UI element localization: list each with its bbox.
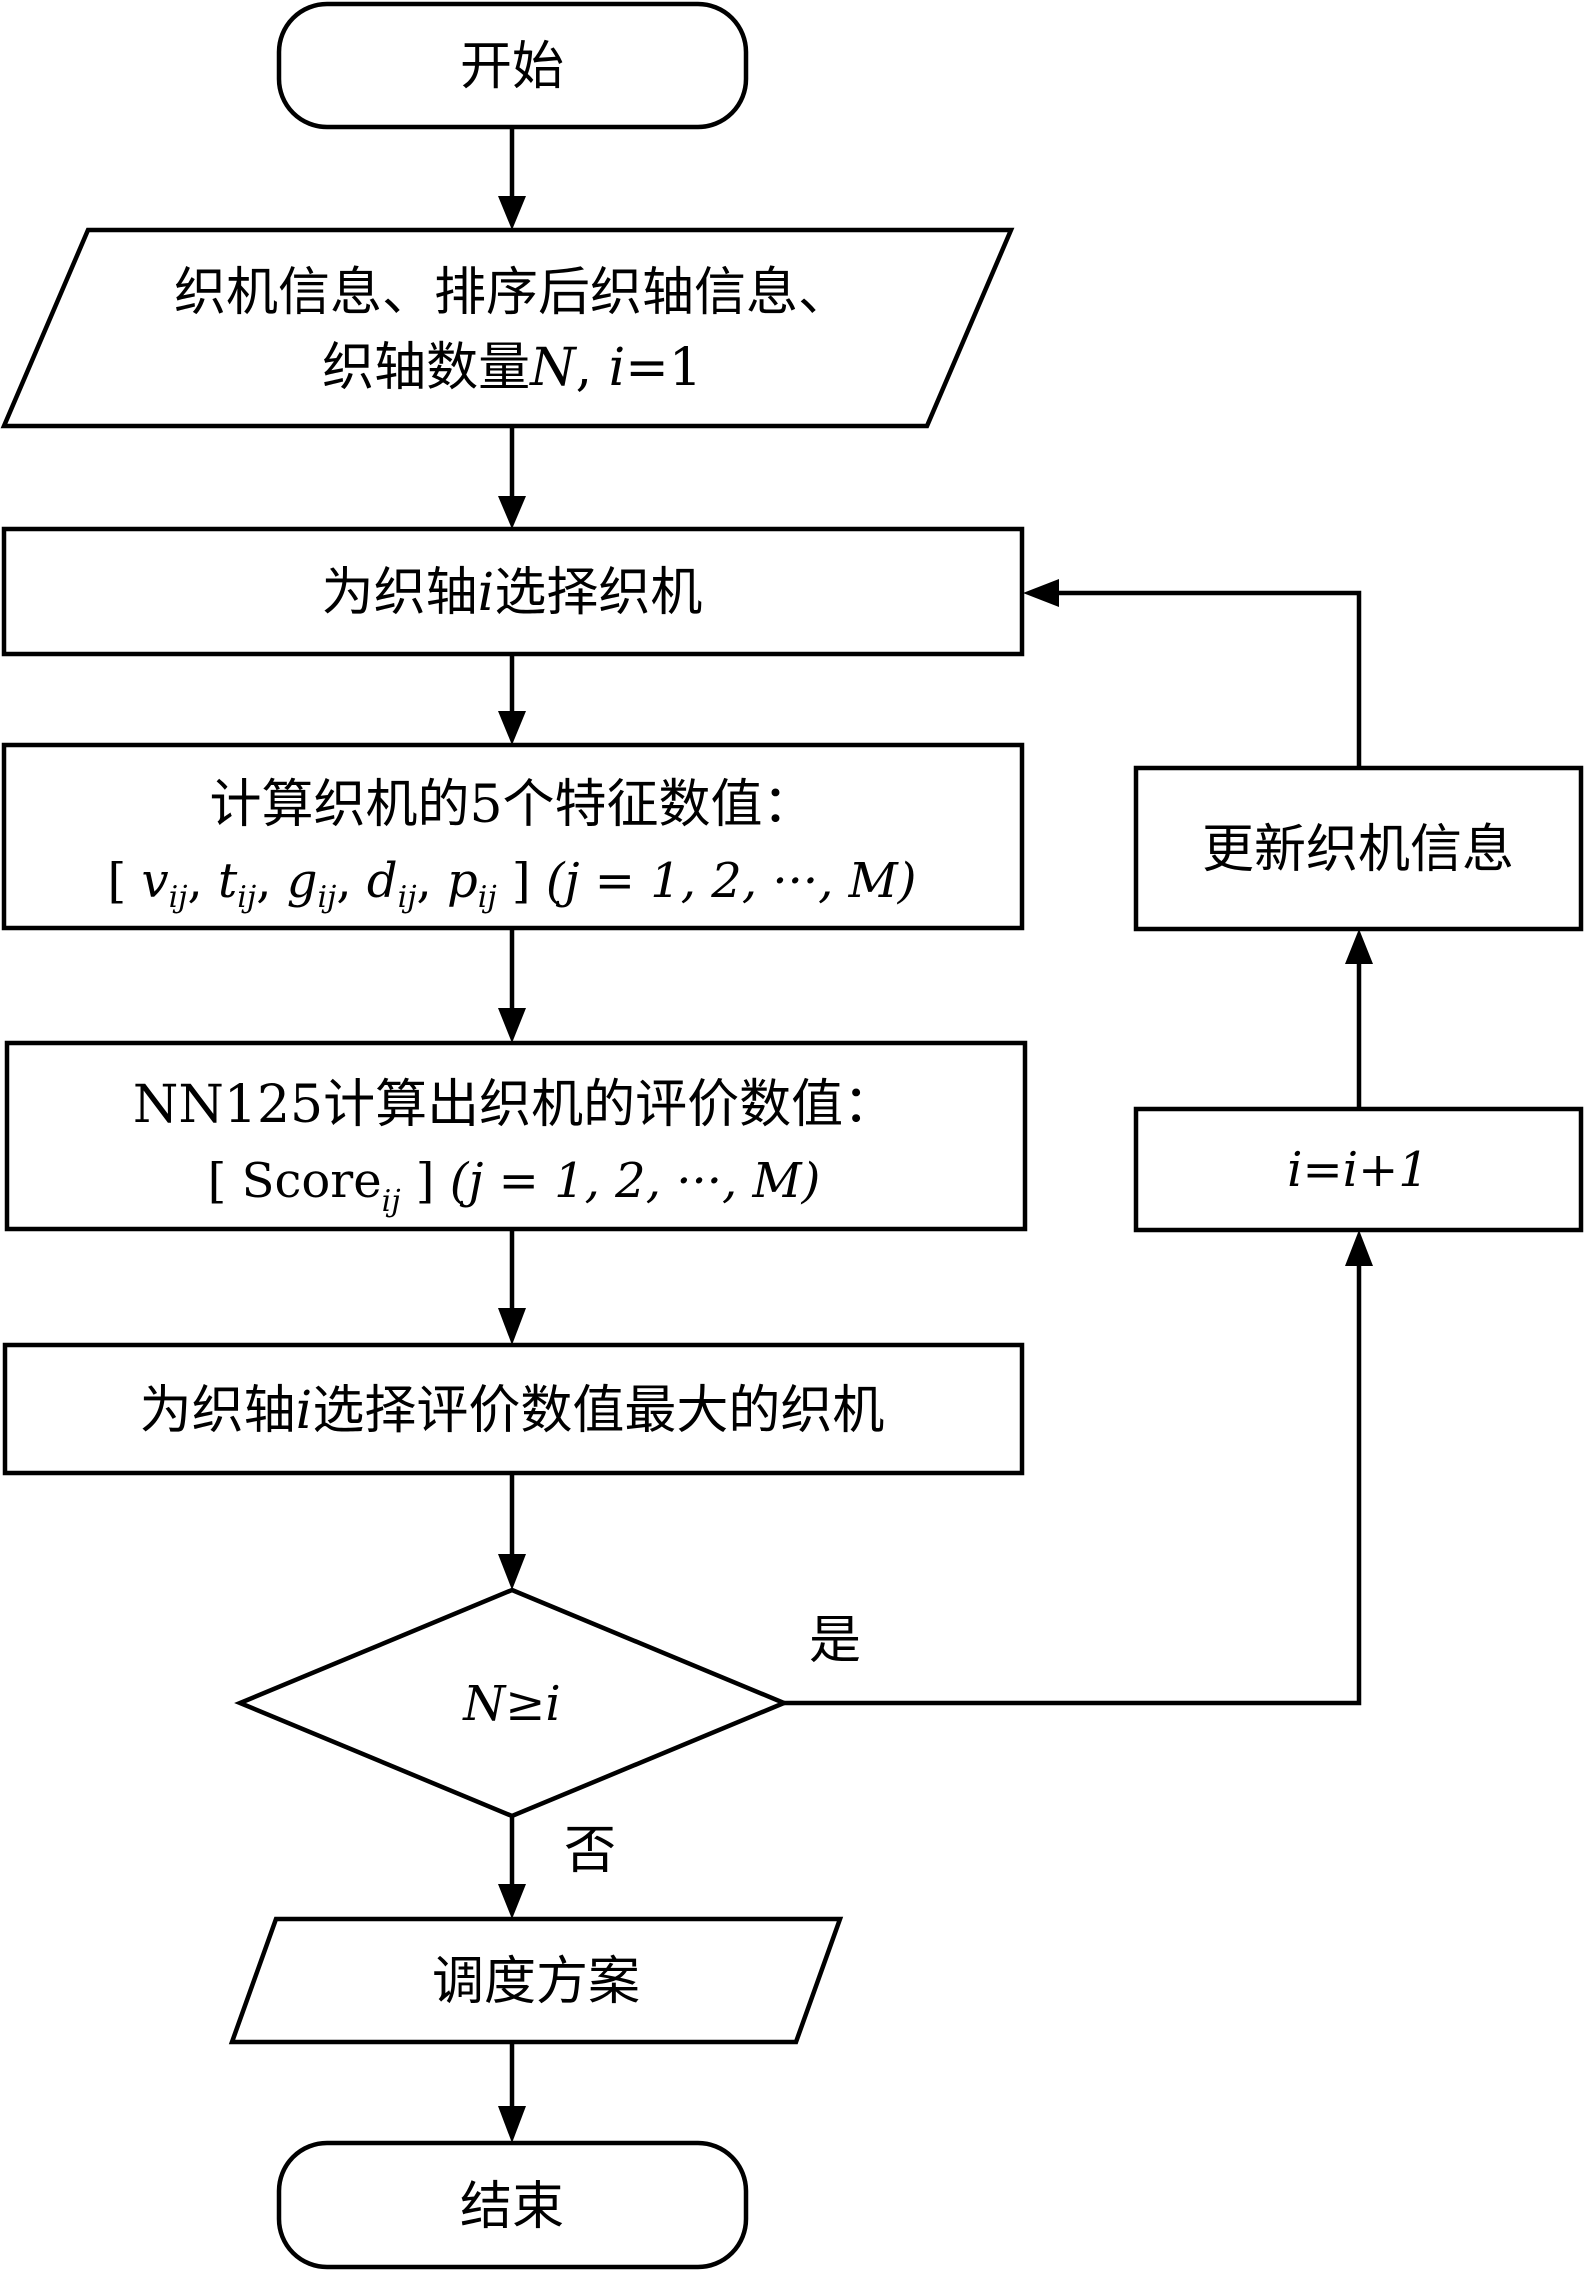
- decision-label: N≥i: [462, 1676, 561, 1732]
- separator: ,: [576, 338, 609, 398]
- update-shape: [1133, 765, 1584, 932]
- choose-max-label: 为织轴i选择评价数值最大的织机: [140, 1381, 885, 1441]
- arrowhead: [498, 1554, 526, 1590]
- score-node: NN125计算出织机的评价数值： [ Scoreij ] (j = 1, 2, …: [4, 1040, 1028, 1232]
- yes-label: 是: [809, 1611, 861, 1671]
- arrow-start-to-input: [498, 127, 526, 230]
- arrow-update-to-select: [1023, 579, 1362, 768]
- features-line1: 计算织机的5个特征数值：: [209, 775, 814, 835]
- index-range: (j = 1, 2, ···, M): [546, 853, 917, 909]
- arrowhead: [498, 2106, 526, 2143]
- arrow-decision-no: 否: [498, 1816, 616, 1919]
- bracket-open: [: [107, 853, 141, 909]
- features-node: 计算织机的5个特征数值： [ vij, tij, gij, dij, pij ]…: [1, 742, 1025, 931]
- arrowhead: [498, 711, 526, 745]
- arrow-input-to-select: [498, 426, 526, 529]
- arrow-select-to-features: [498, 654, 526, 745]
- arrow-output-to-end: [498, 2042, 526, 2143]
- subscript: ij: [478, 880, 497, 915]
- term-score: Score: [242, 1153, 382, 1209]
- term-p: p: [447, 853, 478, 909]
- start-node: 开始: [276, 1, 749, 130]
- index-range: (j = 1, 2, ···, M): [450, 1153, 821, 1209]
- select-loom-label: 为织轴i选择织机: [322, 563, 703, 623]
- term-g: g: [287, 853, 318, 909]
- term-v: v: [141, 853, 168, 909]
- term-t: t: [218, 853, 238, 909]
- increment-label: i=i+1: [1287, 1142, 1429, 1198]
- score-shape: [4, 1040, 1028, 1232]
- bracket-close: ]: [401, 1153, 435, 1209]
- decision-node: N≥i: [234, 1587, 790, 1819]
- features-shape: [1, 742, 1025, 931]
- increment-shape: [1133, 1106, 1584, 1233]
- input-shape: [0, 227, 1015, 429]
- subscript: ij: [237, 880, 256, 915]
- arrow-choose-to-decision: [498, 1473, 526, 1590]
- update-node: 更新织机信息: [1133, 765, 1584, 932]
- arrowhead: [1023, 579, 1059, 607]
- input-line2: 织轴数量N, i=1: [322, 338, 702, 398]
- arrowhead: [1345, 1230, 1373, 1266]
- end-node: 结束: [276, 2140, 749, 2270]
- arrow-features-to-score: [498, 928, 526, 1043]
- choose-max-node: 为织轴i选择评价数值最大的织机: [2, 1342, 1025, 1476]
- arrow-score-to-choose: [498, 1229, 526, 1345]
- arrowhead: [498, 496, 526, 529]
- no-label: 否: [564, 1821, 616, 1881]
- arrow-decision-yes: 是: [784, 1230, 1373, 1706]
- score-line1: NN125计算出织机的评价数值：: [133, 1075, 895, 1135]
- choose-max-shape: [2, 1342, 1025, 1476]
- arrowhead: [498, 1008, 526, 1043]
- output-shape: [228, 1916, 844, 2045]
- term-d: d: [367, 853, 398, 909]
- select-loom-node: 为织轴i选择织机: [1, 526, 1025, 657]
- arrow-increment-to-update: [1345, 929, 1373, 1109]
- arrowhead: [498, 196, 526, 230]
- arrowhead: [498, 1884, 526, 1919]
- bracket-open: [: [208, 1153, 242, 1209]
- input-line2-prefix: 织轴数量: [322, 338, 530, 398]
- start-label: 开始: [460, 37, 564, 97]
- choose-max-prefix: 为织轴: [140, 1381, 296, 1441]
- select-loom-prefix: 为织轴: [322, 563, 478, 623]
- var-i: i: [296, 1381, 313, 1441]
- select-loom-suffix: 选择织机: [494, 563, 702, 623]
- subscript: ij: [317, 880, 336, 915]
- select-loom-shape: [1, 526, 1025, 657]
- score-line2: [ Scoreij ] (j = 1, 2, ···, M): [208, 1153, 821, 1219]
- bracket-close: ]: [497, 853, 531, 909]
- input-line2-suffix: =1: [625, 338, 702, 398]
- var-i: i: [478, 563, 495, 623]
- update-label: 更新织机信息: [1202, 820, 1514, 880]
- var-i: i: [609, 338, 626, 398]
- choose-max-suffix: 选择评价数值最大的织机: [312, 1381, 884, 1441]
- increment-node: i=i+1: [1133, 1106, 1584, 1233]
- input-line1: 织机信息、排序后织轴信息、: [174, 263, 850, 323]
- subscript: ij: [169, 880, 188, 915]
- output-label: 调度方案: [432, 1952, 640, 2012]
- arrowhead: [498, 1308, 526, 1345]
- end-label: 结束: [460, 2177, 564, 2237]
- arrowhead: [1345, 929, 1373, 964]
- output-node: 调度方案: [228, 1916, 844, 2045]
- end-shape: [276, 2140, 749, 2270]
- var-n: N: [528, 338, 577, 398]
- subscript: ij: [398, 880, 417, 915]
- features-line2: [ vij, tij, gij, dij, pij ] (j = 1, 2, ·…: [107, 853, 916, 915]
- input-node: 织机信息、排序后织轴信息、 织轴数量N, i=1: [0, 227, 1015, 429]
- subscript: ij: [382, 1184, 401, 1219]
